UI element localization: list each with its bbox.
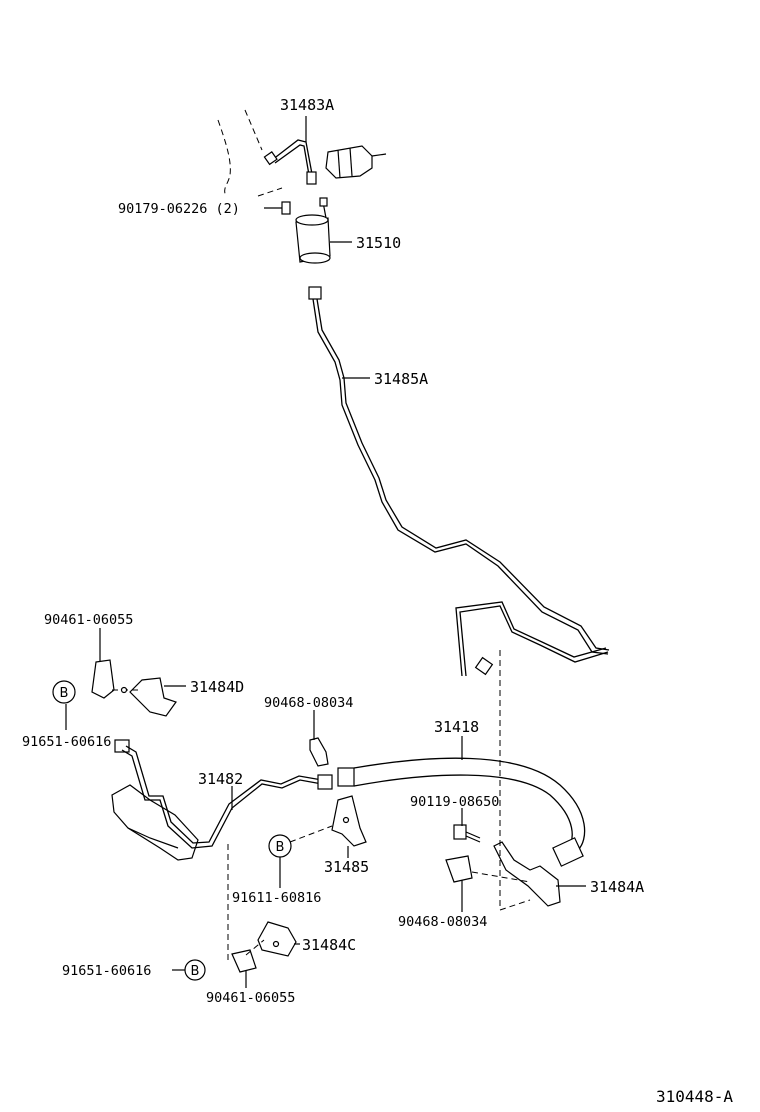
label-90468-08034-top: 90468-08034 xyxy=(264,695,353,711)
bolt-90119 xyxy=(453,824,481,843)
label-31484D: 31484D xyxy=(190,678,244,696)
label-31510: 31510 xyxy=(356,234,401,252)
circle-mark-b-3-letter: B xyxy=(191,964,200,979)
label-90461-06055-bottom: 90461-06055 xyxy=(206,990,295,1006)
proportioning-valve-31510 xyxy=(295,197,331,264)
label-31484A: 31484A xyxy=(590,878,644,896)
clip-90461-bottom xyxy=(231,949,257,973)
bracket-31484C xyxy=(257,921,297,957)
circle-mark-b-1: B xyxy=(52,680,76,704)
figure-code: 310448-A xyxy=(656,1087,733,1106)
master-cylinder-outline xyxy=(217,109,283,197)
clip-90179 xyxy=(281,201,291,215)
pipe-31483A xyxy=(263,139,317,185)
label-91651-60616-bottom: 91651-60616 xyxy=(62,963,151,979)
leader-lines xyxy=(65,116,586,988)
circle-mark-b-2: B xyxy=(268,834,292,858)
circle-mark-b-1-letter: B xyxy=(60,686,69,701)
label-31482: 31482 xyxy=(198,770,243,788)
label-90119-08650: 90119-08650 xyxy=(410,794,499,810)
label-31418: 31418 xyxy=(434,718,479,736)
label-90179-06226: 90179-06226 (2) xyxy=(118,201,240,217)
label-31484C: 31484C xyxy=(302,936,356,954)
reservoir-part xyxy=(325,145,387,179)
label-31485A: 31485A xyxy=(374,370,428,388)
bracket-31484D xyxy=(91,659,177,717)
bracket-31485 xyxy=(289,795,367,847)
hose-31418 xyxy=(337,757,586,867)
label-90468-08034-bottom: 90468-08034 xyxy=(398,914,487,930)
label-31483A: 31483A xyxy=(280,96,334,114)
label-91651-60616-top: 91651-60616 xyxy=(22,734,111,750)
circle-mark-b-2-letter: B xyxy=(276,840,285,855)
label-91611-60816: 91611-60816 xyxy=(232,890,321,906)
clip-90468-top xyxy=(309,737,329,767)
assembly-dashed-lines xyxy=(227,650,531,960)
bracket-31484A xyxy=(445,841,561,907)
label-31485: 31485 xyxy=(324,858,369,876)
label-90461-06055-top: 90461-06055 xyxy=(44,612,133,628)
pipe-31485A xyxy=(308,286,610,677)
circle-mark-b-3: B xyxy=(184,959,206,981)
pipe-31482 xyxy=(121,745,333,849)
